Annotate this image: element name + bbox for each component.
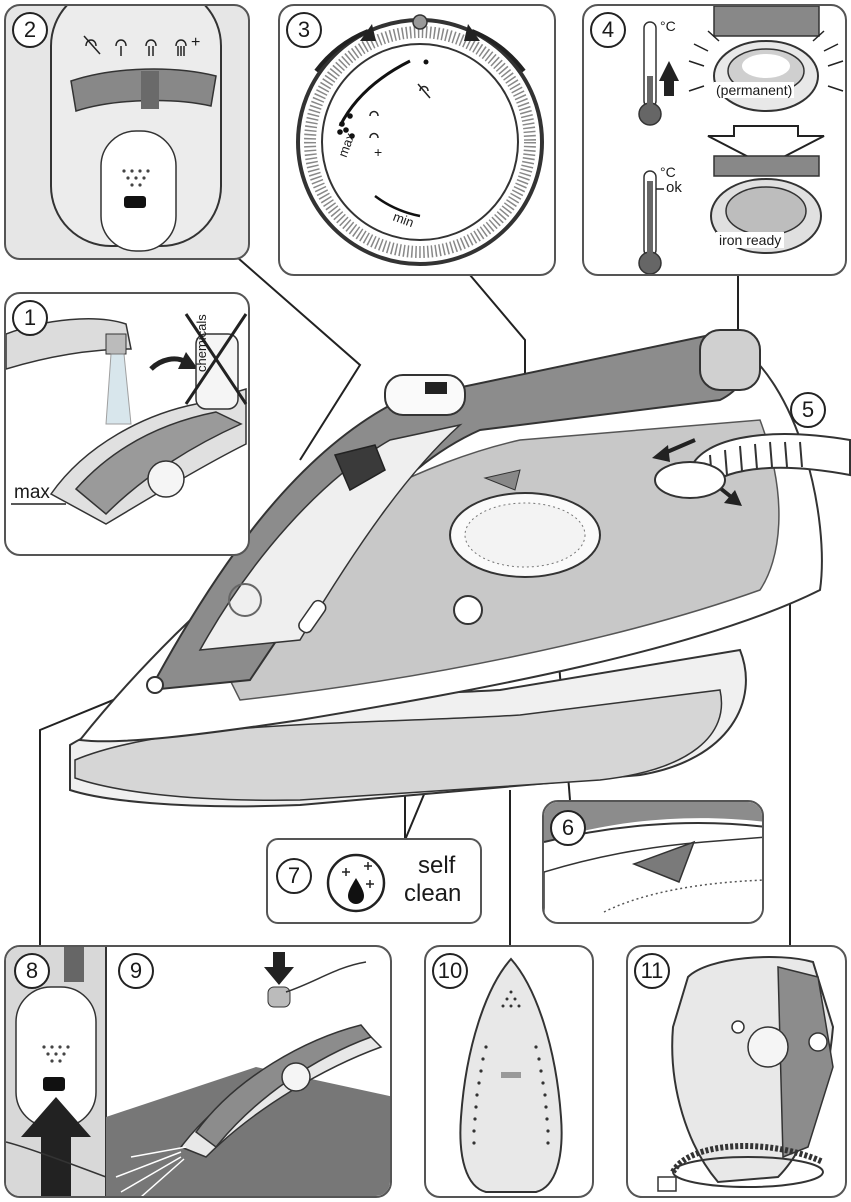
- panel-1-fill-water: 1 max chemicals: [4, 292, 250, 556]
- step-1-badge: 1: [12, 300, 48, 336]
- step-6-badge: 6: [550, 810, 586, 846]
- step-11-badge: 11: [634, 953, 670, 989]
- step-3-badge: 3: [286, 12, 322, 48]
- self-label: self: [418, 852, 456, 879]
- step-10-badge: 10: [432, 953, 468, 989]
- step-8-badge: 8: [14, 953, 50, 989]
- panel-2-steam-selector: 2 +: [4, 4, 250, 260]
- panel-7-self-clean: 7 self clean: [266, 838, 482, 924]
- step-9-badge: 9: [118, 953, 154, 989]
- panel-11-storage: 11: [626, 945, 847, 1198]
- degc-top-label: °C: [660, 18, 676, 34]
- permanent-label: (permanent): [714, 82, 795, 98]
- panel-10-soleplate: 10: [424, 945, 594, 1198]
- iron-ready-label: iron ready: [716, 232, 785, 248]
- degc-bottom-label: °C: [660, 164, 676, 180]
- clean-label: clean: [404, 880, 462, 907]
- dial-plus-label: +: [374, 144, 383, 160]
- step-7-badge: 7: [276, 858, 312, 894]
- steam-plus-label: +: [191, 34, 201, 51]
- panel-8-9-steam-burst: 8 9: [4, 945, 392, 1198]
- panel-4-heating-indicator: 4 °C °C ok (permanent) iron ready: [582, 4, 847, 276]
- step-2-badge: 2: [12, 12, 48, 48]
- panel-3-temperature-dial: 3 max + min: [278, 4, 556, 276]
- step-4-badge: 4: [590, 12, 626, 48]
- max-fill-label: max: [14, 482, 50, 503]
- panel-6-steam-zoom: 6: [542, 800, 764, 924]
- ok-label: ok: [666, 179, 682, 196]
- chemicals-bottle-label: chemicals: [194, 314, 209, 372]
- step-5-badge: 5: [790, 392, 826, 428]
